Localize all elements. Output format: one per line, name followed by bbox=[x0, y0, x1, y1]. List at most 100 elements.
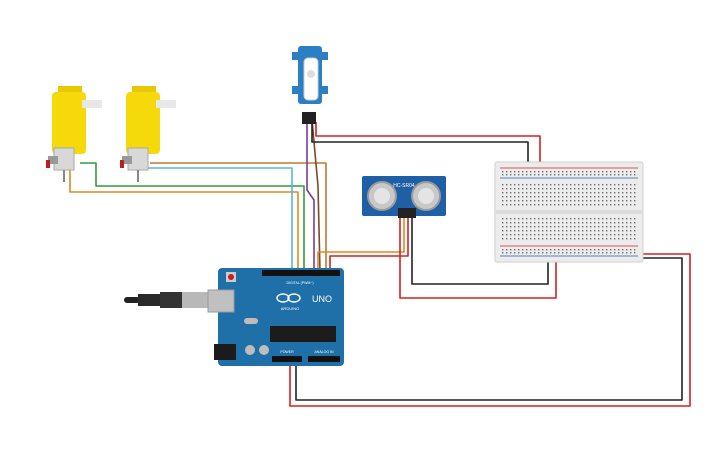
breadboard-hole bbox=[502, 226, 504, 228]
servo-motor[interactable] bbox=[292, 46, 328, 124]
breadboard-hole bbox=[554, 200, 556, 202]
breadboard-hole bbox=[506, 204, 508, 206]
breadboard-hole bbox=[518, 234, 520, 236]
breadboard-hole bbox=[574, 171, 576, 173]
breadboard-hole bbox=[506, 184, 508, 186]
breadboard-hole bbox=[610, 249, 612, 251]
breadboard-hole bbox=[562, 184, 564, 186]
breadboard-hole bbox=[602, 222, 604, 224]
breadboard-hole bbox=[526, 230, 528, 232]
breadboard-hole bbox=[606, 188, 608, 190]
breadboard-hole bbox=[558, 184, 560, 186]
breadboard-hole bbox=[554, 234, 556, 236]
breadboard-hole bbox=[594, 188, 596, 190]
breadboard-hole bbox=[622, 234, 624, 236]
breadboard-hole bbox=[538, 218, 540, 220]
breadboard-hole bbox=[586, 171, 588, 173]
breadboard-hole bbox=[622, 188, 624, 190]
breadboard-hole bbox=[534, 200, 536, 202]
wire-motor1-orange[interactable] bbox=[69, 168, 299, 271]
breadboard-hole bbox=[598, 230, 600, 232]
breadboard-hole bbox=[562, 222, 564, 224]
breadboard-hole bbox=[594, 171, 596, 173]
breadboard-hole bbox=[630, 218, 632, 220]
breadboard-hole bbox=[582, 192, 584, 194]
breadboard-hole bbox=[514, 174, 516, 176]
breadboard-hole bbox=[618, 174, 620, 176]
breadboard-hole bbox=[602, 171, 604, 173]
breadboard-hole bbox=[582, 171, 584, 173]
breadboard-hole bbox=[526, 171, 528, 173]
wire-motor1-green[interactable] bbox=[80, 162, 305, 271]
breadboard-hole bbox=[574, 200, 576, 202]
breadboard-hole bbox=[630, 184, 632, 186]
breadboard-hole bbox=[622, 200, 624, 202]
breadboard-hole bbox=[594, 238, 596, 240]
breadboard-hole bbox=[502, 249, 504, 251]
breadboard-hole bbox=[530, 230, 532, 232]
breadboard-hole bbox=[630, 226, 632, 228]
breadboard-hole bbox=[542, 171, 544, 173]
breadboard-hole bbox=[526, 234, 528, 236]
dc-motor-2[interactable] bbox=[120, 86, 176, 182]
ultrasonic-sensor[interactable]: HC-SR04 bbox=[362, 176, 446, 218]
power-pins-label: POWER bbox=[280, 350, 294, 354]
breadboard-hole bbox=[634, 218, 636, 220]
breadboard[interactable] bbox=[494, 161, 644, 263]
breadboard-hole bbox=[538, 249, 540, 251]
arduino-uno[interactable]: UNO ARDUINO DIGITAL (PWM~) POWER ANALOG … bbox=[207, 268, 344, 366]
breadboard-hole bbox=[530, 188, 532, 190]
breadboard-hole bbox=[558, 200, 560, 202]
breadboard-hole bbox=[606, 218, 608, 220]
wire-motor2-orange[interactable] bbox=[150, 162, 327, 271]
usb-cable[interactable] bbox=[124, 292, 208, 308]
breadboard-hole bbox=[578, 226, 580, 228]
breadboard-hole bbox=[614, 174, 616, 176]
breadboard-hole bbox=[590, 226, 592, 228]
breadboard-hole bbox=[518, 204, 520, 206]
breadboard-hole bbox=[582, 174, 584, 176]
breadboard-hole bbox=[582, 238, 584, 240]
breadboard-hole bbox=[546, 196, 548, 198]
breadboard-hole bbox=[534, 192, 536, 194]
breadboard-hole bbox=[586, 234, 588, 236]
wire-sensor-black[interactable] bbox=[411, 218, 549, 285]
breadboard-hole bbox=[566, 234, 568, 236]
digital-pins-label: DIGITAL (PWM~) bbox=[286, 281, 313, 285]
breadboard-hole bbox=[514, 200, 516, 202]
breadboard-hole bbox=[566, 238, 568, 240]
breadboard-hole bbox=[554, 171, 556, 173]
breadboard-hole bbox=[622, 226, 624, 228]
breadboard-hole bbox=[558, 171, 560, 173]
breadboard-hole bbox=[618, 204, 620, 206]
breadboard-hole bbox=[634, 171, 636, 173]
wire-motor2-blue[interactable] bbox=[146, 167, 293, 271]
breadboard-hole bbox=[602, 174, 604, 176]
breadboard-hole bbox=[558, 226, 560, 228]
breadboard-hole bbox=[562, 252, 564, 254]
breadboard-hole bbox=[586, 188, 588, 190]
breadboard-hole bbox=[518, 192, 520, 194]
wire-sensor-orange[interactable] bbox=[317, 218, 405, 271]
breadboard-hole bbox=[582, 252, 584, 254]
wire-sensor-red[interactable] bbox=[399, 218, 557, 299]
breadboard-hole bbox=[594, 218, 596, 220]
breadboard-hole bbox=[614, 238, 616, 240]
breadboard-hole bbox=[518, 171, 520, 173]
breadboard-hole bbox=[550, 188, 552, 190]
breadboard-hole bbox=[546, 249, 548, 251]
dc-motor-1[interactable] bbox=[46, 86, 102, 182]
breadboard-hole bbox=[502, 222, 504, 224]
wire-sensor-red-trig[interactable] bbox=[329, 218, 409, 271]
breadboard-hole bbox=[582, 204, 584, 206]
wire-servo-purple[interactable] bbox=[306, 120, 315, 271]
wire-power-black[interactable] bbox=[295, 257, 683, 401]
wire-power-red[interactable] bbox=[289, 253, 691, 407]
breadboard-hole bbox=[578, 188, 580, 190]
breadboard-hole bbox=[634, 184, 636, 186]
breadboard-hole bbox=[618, 249, 620, 251]
breadboard-hole bbox=[538, 184, 540, 186]
breadboard-hole bbox=[618, 234, 620, 236]
breadboard-hole bbox=[550, 238, 552, 240]
